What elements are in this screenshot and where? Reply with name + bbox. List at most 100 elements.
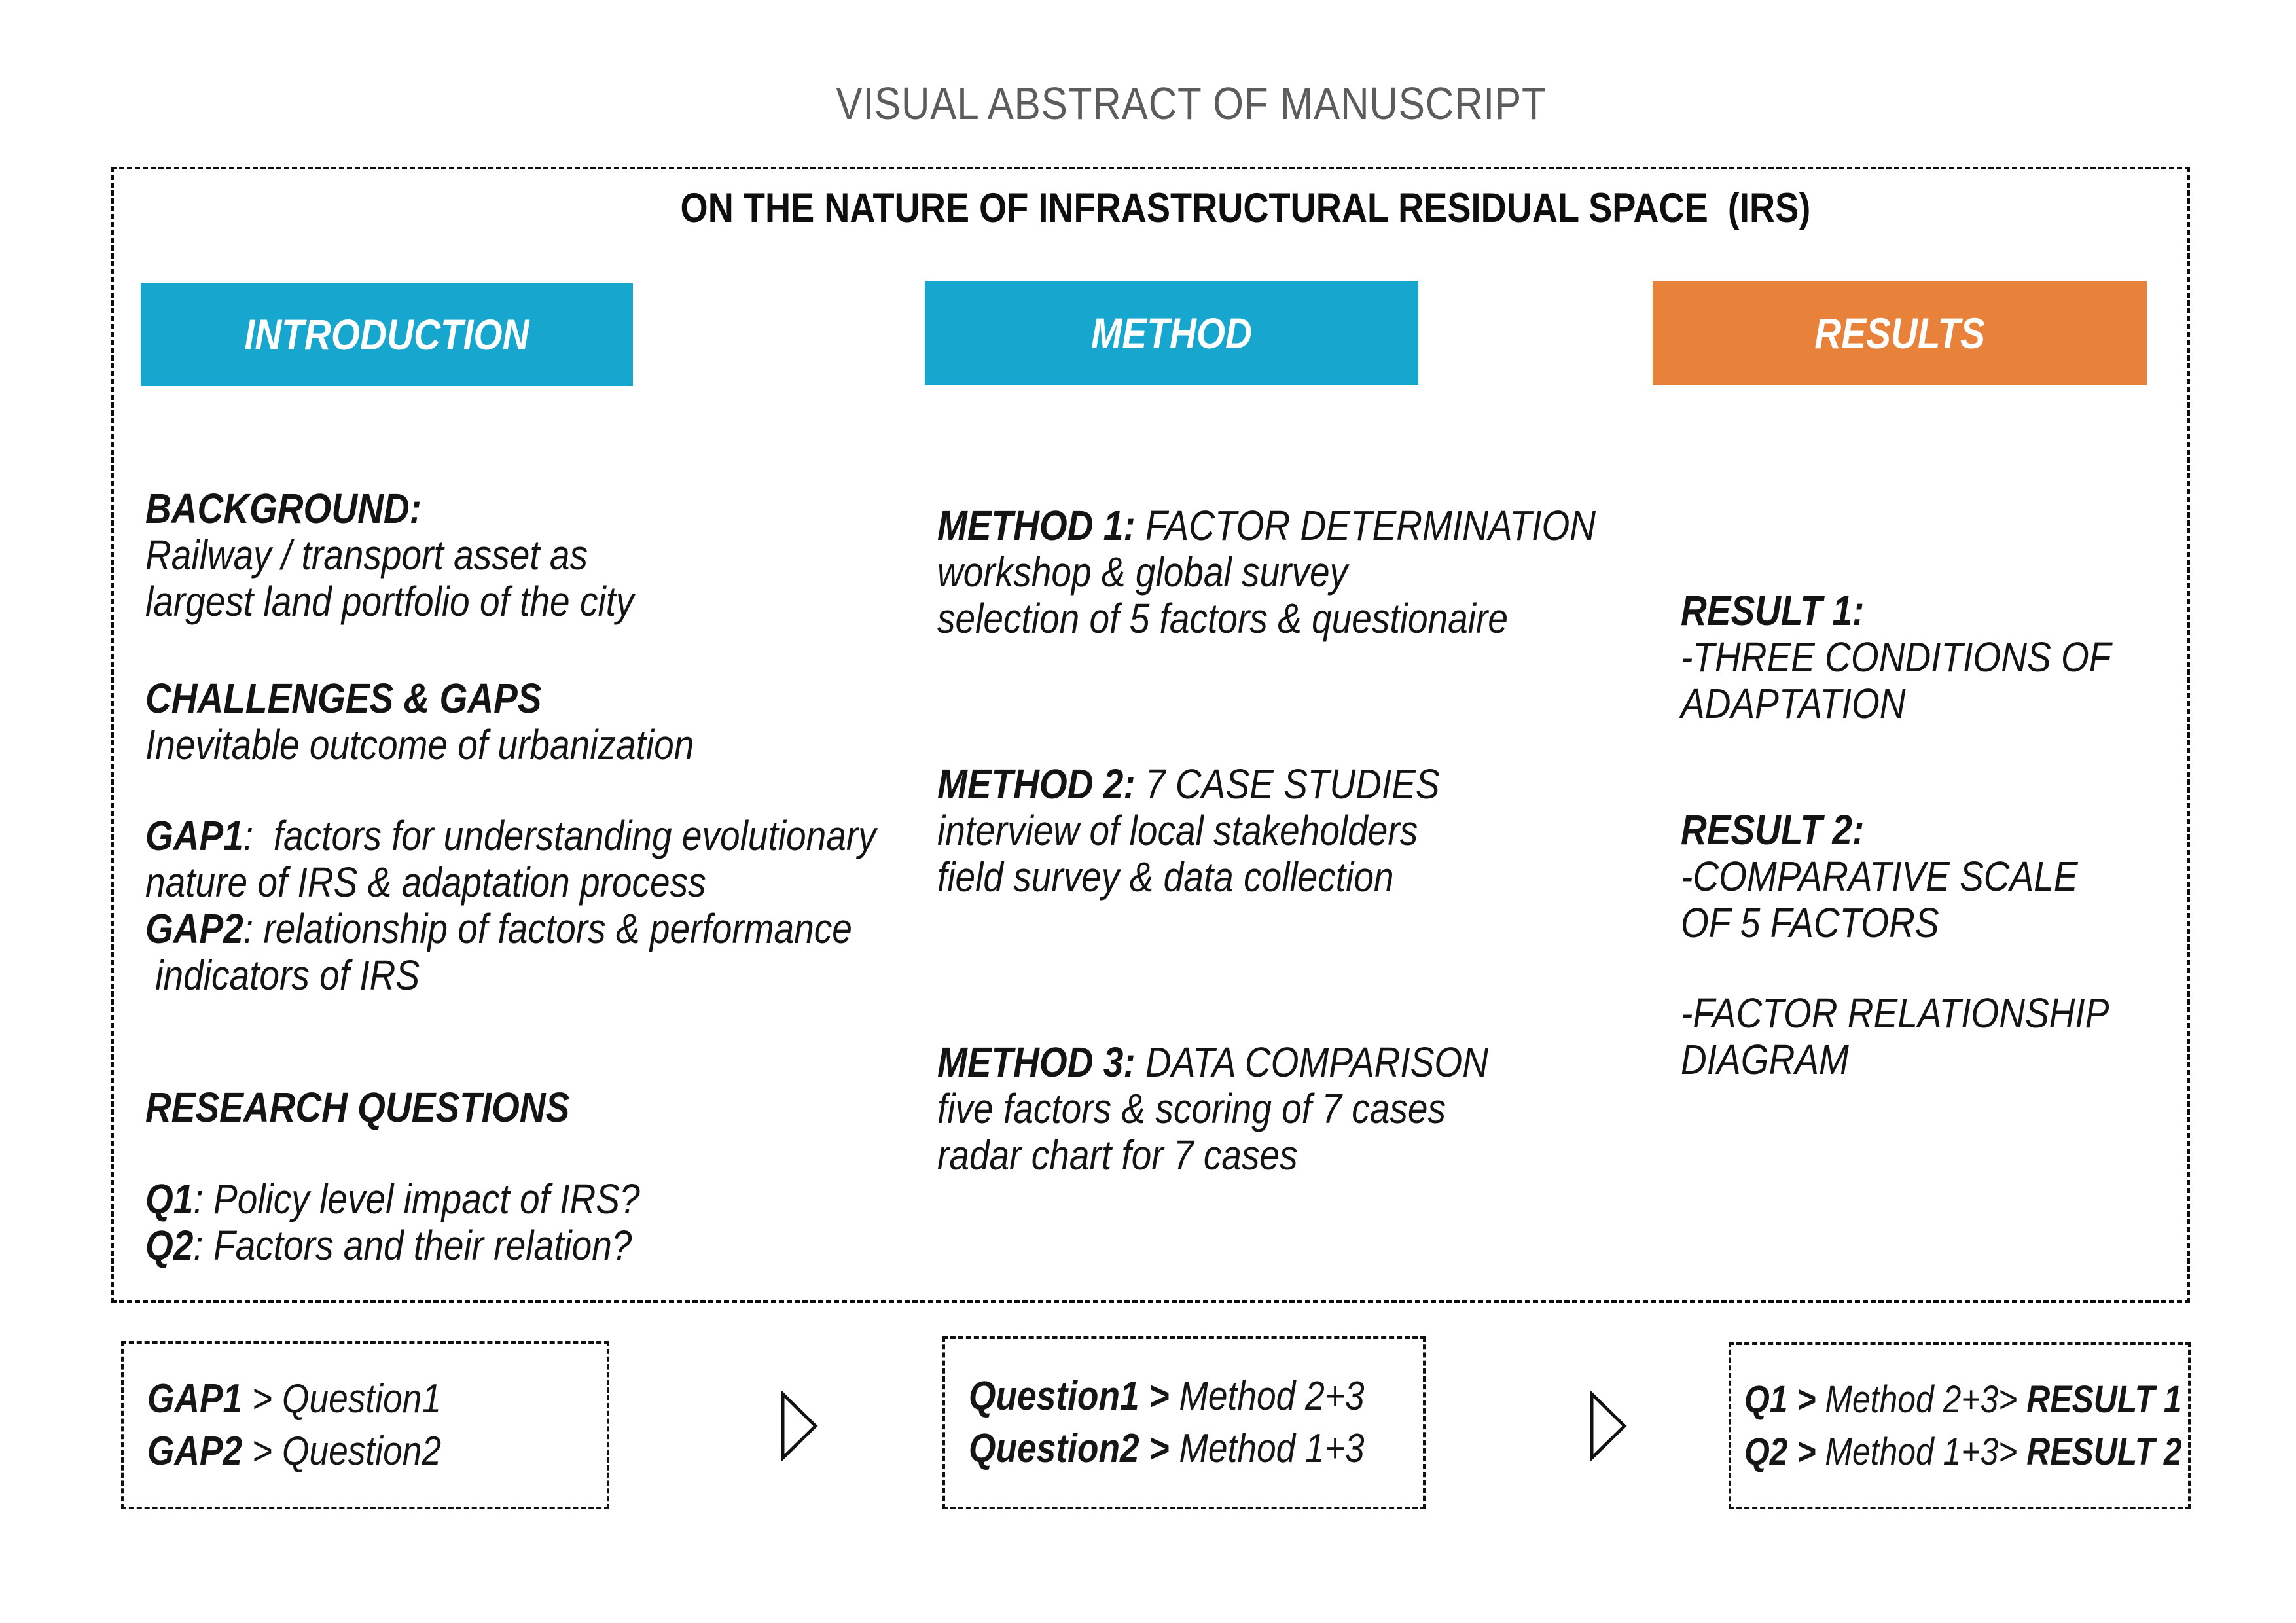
text-line: -THREE CONDITIONS OF bbox=[1681, 634, 2270, 681]
results-header: RESULTS bbox=[1653, 281, 2147, 385]
text-segment: Method 2+3> bbox=[1816, 1378, 2027, 1421]
text-segment: GAP1 bbox=[147, 1376, 243, 1421]
text-segment: Question2 > bbox=[969, 1426, 1170, 1471]
text-line: METHOD 1: FACTOR DETERMINATION bbox=[937, 503, 1690, 549]
text-line: METHOD 2: 7 CASE STUDIES bbox=[937, 761, 1690, 808]
text-segment: Q2 bbox=[145, 1222, 194, 1269]
text-segment: DATA COMPARISON bbox=[1135, 1039, 1488, 1086]
introduction-header-label: INTRODUCTION bbox=[244, 310, 529, 359]
text-line: interview of local stakeholders bbox=[937, 808, 1690, 854]
text-segment: Q2 > bbox=[1744, 1430, 1816, 1473]
text-line: -FACTOR RELATIONSHIP bbox=[1681, 990, 2270, 1037]
text-line: Q1: Policy level impact of IRS? bbox=[145, 1176, 963, 1222]
text-segment: : Factors and their relation? bbox=[193, 1222, 632, 1269]
text-segment: GAP2 bbox=[147, 1428, 243, 1474]
text-line: GAP2: relationship of factors & performa… bbox=[145, 906, 963, 952]
text-line: workshop & global survey bbox=[937, 549, 1690, 596]
text-segment: METHOD 1: bbox=[937, 502, 1136, 549]
text-segment: -COMPARATIVE SCALE bbox=[1681, 853, 2078, 900]
text-line: Question1 > Method 2+3 bbox=[969, 1370, 1423, 1423]
page-title-text: VISUAL ABSTRACT OF MANUSCRIPT bbox=[836, 78, 1547, 129]
manuscript-title-text: ON THE NATURE OF INFRASTRUCTURAL RESIDUA… bbox=[680, 185, 1811, 231]
text-line: GAP1 > Question1 bbox=[147, 1373, 607, 1425]
manuscript-title: ON THE NATURE OF INFRASTRUCTURAL RESIDUA… bbox=[206, 185, 2285, 232]
text-segment: Railway / transport asset as bbox=[145, 531, 588, 579]
text-segment: METHOD 3: bbox=[937, 1039, 1136, 1086]
text-line: -COMPARATIVE SCALE bbox=[1681, 853, 2270, 900]
text-line: DIAGRAM bbox=[1681, 1037, 2270, 1083]
text-segment: ADAPTATION bbox=[1681, 680, 1906, 727]
text-line: ADAPTATION bbox=[1681, 681, 2270, 727]
text-segment: FACTOR DETERMINATION bbox=[1135, 502, 1596, 549]
flow-arrow-icon bbox=[781, 1391, 818, 1461]
text-line: BACKGROUND: bbox=[145, 486, 963, 532]
text-segment: OF 5 FACTORS bbox=[1681, 899, 1939, 946]
text-segment: : Policy level impact of IRS? bbox=[193, 1175, 640, 1222]
text-line: field survey & data collection bbox=[937, 854, 1690, 901]
text-line: nature of IRS & adaptation process bbox=[145, 859, 963, 906]
text-segment: five factors & scoring of 7 cases bbox=[937, 1085, 1446, 1132]
page-title: VISUAL ABSTRACT OF MANUSCRIPT bbox=[43, 77, 2296, 130]
text-line: five factors & scoring of 7 cases bbox=[937, 1086, 1690, 1132]
text-segment: Method 1+3> bbox=[1816, 1430, 2027, 1473]
introduction-header: INTRODUCTION bbox=[141, 283, 633, 386]
text-line: METHOD 3: DATA COMPARISON bbox=[937, 1039, 1690, 1086]
text-line: indicators of IRS bbox=[145, 952, 963, 999]
text-segment: largest land portfolio of the city bbox=[145, 578, 634, 625]
text-segment: Method 2+3 bbox=[1169, 1374, 1365, 1419]
text-line: RESULT 1: bbox=[1681, 588, 2270, 634]
text-line: Inevitable outcome of urbanization bbox=[145, 722, 963, 768]
text-line: CHALLENGES & GAPS bbox=[145, 675, 963, 722]
text-line: Q1 > Method 2+3> RESULT 1 bbox=[1744, 1374, 2188, 1426]
research-questions-heading-block: RESEARCH QUESTIONS bbox=[145, 1084, 963, 1131]
method-header-label: METHOD bbox=[1091, 309, 1252, 357]
text-line: RESEARCH QUESTIONS bbox=[145, 1084, 963, 1131]
flow-arrow-icon bbox=[1590, 1391, 1627, 1461]
text-segment: RESULT 1 bbox=[2026, 1378, 2182, 1421]
text-line: GAP1: factors for understanding evolutio… bbox=[145, 813, 963, 859]
text-segment: Q1 bbox=[145, 1175, 194, 1222]
research-questions-block: Q1: Policy level impact of IRS?Q2: Facto… bbox=[145, 1176, 963, 1269]
text-segment: nature of IRS & adaptation process bbox=[145, 859, 706, 906]
text-segment: RESULT 2: bbox=[1681, 806, 1865, 853]
results-header-label: RESULTS bbox=[1814, 309, 1985, 357]
text-segment: GAP1 bbox=[145, 812, 243, 859]
text-line: selection of 5 factors & questionaire bbox=[937, 596, 1690, 642]
gaps-block: GAP1: factors for understanding evolutio… bbox=[145, 813, 963, 999]
text-segment: : relationship of factors & performance bbox=[243, 905, 852, 952]
text-segment: workshop & global survey bbox=[937, 548, 1348, 596]
text-segment: : factors for understanding evolutionary bbox=[243, 812, 876, 859]
text-segment: BACKGROUND: bbox=[145, 485, 422, 532]
text-segment: indicators of IRS bbox=[145, 952, 420, 999]
text-segment: Inevitable outcome of urbanization bbox=[145, 721, 694, 768]
text-line: OF 5 FACTORS bbox=[1681, 900, 2270, 946]
text-segment: -FACTOR RELATIONSHIP bbox=[1681, 990, 2109, 1037]
text-segment: RESULT 1: bbox=[1681, 587, 1865, 634]
text-line: largest land portfolio of the city bbox=[145, 579, 963, 625]
text-segment: GAP2 bbox=[145, 905, 243, 952]
method-header: METHOD bbox=[925, 281, 1418, 385]
text-segment: RESULT 2 bbox=[2026, 1430, 2182, 1473]
text-segment: Q1 > bbox=[1744, 1378, 1816, 1421]
text-line: Q2: Factors and their relation? bbox=[145, 1222, 963, 1269]
text-line: GAP2 > Question2 bbox=[147, 1425, 607, 1478]
text-segment: CHALLENGES & GAPS bbox=[145, 675, 542, 722]
text-line: RESULT 2: bbox=[1681, 807, 2270, 853]
text-segment: DIAGRAM bbox=[1681, 1036, 1849, 1083]
text-segment: METHOD 2: bbox=[937, 760, 1136, 808]
text-segment: interview of local stakeholders bbox=[937, 807, 1418, 854]
text-segment: 7 CASE STUDIES bbox=[1135, 760, 1440, 808]
text-segment: RESEARCH QUESTIONS bbox=[145, 1084, 570, 1131]
